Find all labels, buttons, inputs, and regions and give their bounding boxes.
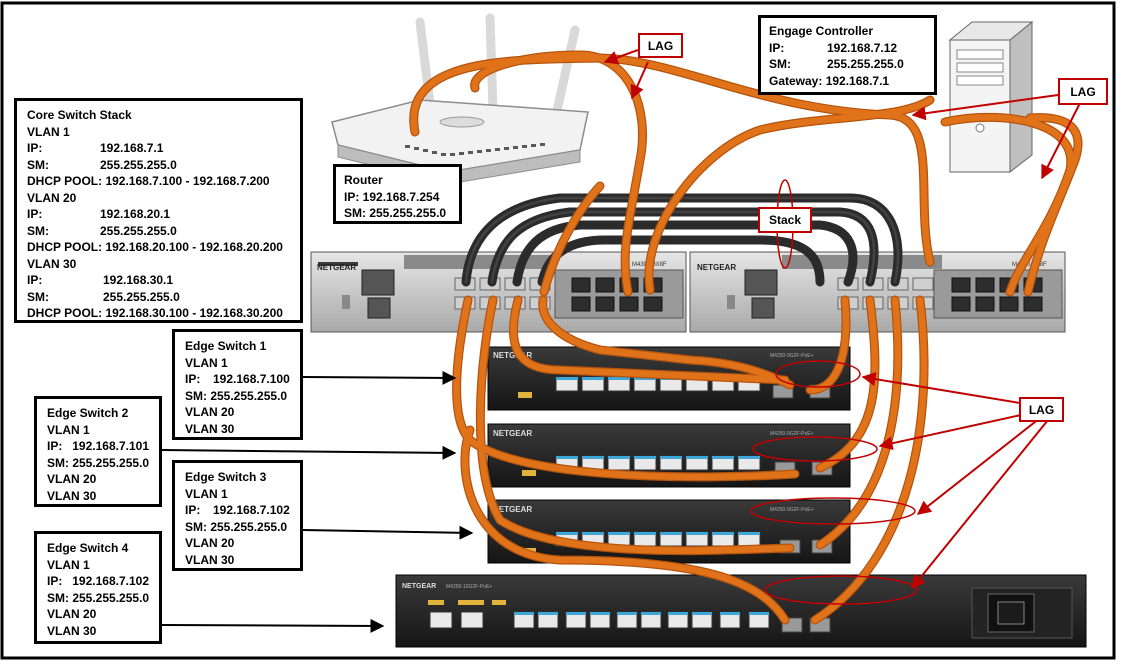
engage-gateway: Gateway: 192.168.7.1 <box>769 73 890 88</box>
core-vlan1-ip: 192.168.7.1 <box>100 141 164 155</box>
edge1-title: Edge Switch 1 <box>185 339 267 353</box>
edge4-ip: 192.168.7.102 <box>72 574 149 588</box>
edge-switch-2-info: Edge Switch 2 VLAN 1 IP: 192.168.7.101 SM… <box>34 396 162 507</box>
edge3-vlan20: VLAN 20 <box>185 536 235 550</box>
edge1-ip-key: IP: <box>185 372 201 386</box>
core-vlan30-sm: 255.255.255.0 <box>103 289 180 304</box>
core-vlan20-dhcp: DHCP POOL: 192.168.20.100 - 192.168.20.2… <box>27 240 283 254</box>
edge1-vlan30: VLAN 30 <box>185 421 235 436</box>
edge4-brand: NETGEAR <box>402 583 436 590</box>
edge4-vlan30: VLAN 30 <box>47 623 97 638</box>
router-sm: SM: 255.255.255.0 <box>344 206 447 220</box>
core-title: Core Switch Stack <box>27 108 132 122</box>
router-info: Router IP: 192.168.7.254 SM: 255.255.255… <box>333 164 462 224</box>
edge1-brand: NETGEAR <box>493 351 532 360</box>
edge2-brand: NETGEAR <box>493 429 532 438</box>
edge2-vlan20: VLAN 20 <box>47 472 97 486</box>
core-vlan30-ip-key: IP: <box>27 273 43 287</box>
edge3-model: M4250-9G2F-PoE+ <box>770 507 814 513</box>
edge2-ip: 192.168.7.101 <box>72 439 149 453</box>
engage-sm: 255.255.255.0 <box>827 57 904 71</box>
edge1-ip: 192.168.7.100 <box>213 372 290 386</box>
core-vlan30-label: VLAN 30 <box>27 256 77 271</box>
core-vlan1-sm-key: SM: <box>27 157 49 172</box>
engage-ip: 192.168.7.12 <box>827 40 898 55</box>
black-arrows <box>161 370 474 633</box>
edge3-ip: 192.168.7.102 <box>213 503 290 517</box>
core-vlan20-ip: 192.168.20.1 <box>100 207 171 221</box>
edge2-ip-key: IP: <box>47 439 63 453</box>
edge4-model: M4250-10G2F-PoE+ <box>446 584 492 590</box>
edge3-title: Edge Switch 3 <box>185 470 267 484</box>
edge4-vlan20: VLAN 20 <box>47 607 97 621</box>
core-vlan20-sm-key: SM: <box>27 223 49 238</box>
server-icon <box>948 20 1034 174</box>
core-vlan20-ip-key: IP: <box>27 207 43 221</box>
edge1-sm: SM: 255.255.255.0 <box>185 388 288 403</box>
core-vlan1-label: VLAN 1 <box>27 124 70 139</box>
core2-model: M4300-8X8F <box>1012 262 1047 268</box>
edge-switch-3-info: Edge Switch 3 VLAN 1 IP: 192.168.7.102 SM… <box>172 460 303 571</box>
edge3-vlan1: VLAN 1 <box>185 486 228 501</box>
core1-brand: NETGEAR <box>317 263 356 272</box>
edge3-vlan30: VLAN 30 <box>185 552 235 567</box>
edge3-brand: NETGEAR <box>493 505 532 514</box>
edge1-vlan20: VLAN 20 <box>185 405 235 419</box>
stack-callout: Stack <box>758 207 812 233</box>
core-vlan1-dhcp: DHCP POOL: 192.168.7.100 - 192.168.7.200 <box>27 174 270 188</box>
edge-switch-4-info: Edge Switch 4 VLAN 1 IP: 192.168.7.102 SM… <box>34 531 162 644</box>
lag-callout-router: LAG <box>638 33 683 58</box>
core-vlan1-sm: 255.255.255.0 <box>100 157 177 172</box>
edge1-model: M4250-9G2F-PoE+ <box>770 353 814 359</box>
edge4-sm: SM: 255.255.255.0 <box>47 590 150 605</box>
core-vlan20-sm: 255.255.255.0 <box>100 223 177 238</box>
edge2-vlan30: VLAN 30 <box>47 488 97 503</box>
edge3-sm: SM: 255.255.255.0 <box>185 519 288 534</box>
core-vlan1-ip-key: IP: <box>27 141 43 155</box>
edge2-title: Edge Switch 2 <box>47 406 129 420</box>
edge4-vlan1: VLAN 1 <box>47 557 90 572</box>
edge4-ip-key: IP: <box>47 574 63 588</box>
red-arrows <box>603 49 1081 590</box>
core-vlan30-sm-key: SM: <box>27 289 49 304</box>
core-vlan20-label: VLAN 20 <box>27 190 77 205</box>
core-vlan30-dhcp: DHCP POOL: 192.168.30.100 - 192.168.30.2… <box>27 306 283 320</box>
edge4-title: Edge Switch 4 <box>47 541 129 555</box>
edge2-model: M4250-9G2F-PoE+ <box>770 431 814 437</box>
lag-callout-controller: LAG <box>1058 78 1108 105</box>
edge-switch-1-info: Edge Switch 1 VLAN 1 IP: 192.168.7.100 SM… <box>172 329 303 440</box>
router-ip: IP: 192.168.7.254 <box>344 189 440 204</box>
core-vlan30-ip: 192.168.30.1 <box>103 273 174 287</box>
lag-callout-edge: LAG <box>1019 397 1064 422</box>
edge2-vlan1: VLAN 1 <box>47 422 90 437</box>
engage-sm-key: SM: <box>769 57 791 71</box>
edge3-ip-key: IP: <box>185 503 201 517</box>
engage-title: Engage Controller <box>769 24 874 38</box>
core-switch-stack-info: Core Switch Stack VLAN 1 IP:192.168.7.1 … <box>14 98 303 323</box>
engage-controller-info: Engage Controller IP: 192.168.7.12 SM: 255… <box>758 15 937 95</box>
engage-ip-key: IP: <box>769 40 785 55</box>
router-title: Router <box>344 173 383 187</box>
core2-brand: NETGEAR <box>697 263 736 272</box>
edge2-sm: SM: 255.255.255.0 <box>47 455 150 470</box>
edge1-vlan1: VLAN 1 <box>185 355 228 370</box>
